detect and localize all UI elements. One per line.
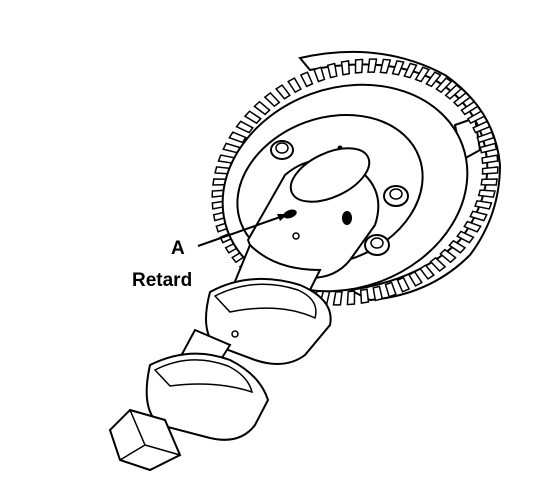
gear-tooth [379, 58, 392, 74]
gear-tooth [228, 131, 247, 144]
retard-dowel-hole [283, 209, 297, 219]
gear-tooth [474, 199, 493, 210]
callout-letter: A [171, 238, 185, 259]
gear-tooth [287, 77, 302, 94]
gear-tooth [403, 62, 418, 79]
hub-collar-end [289, 147, 371, 203]
hub-bolt [364, 234, 390, 256]
gear-tooth [359, 288, 370, 304]
gear-tooth [425, 71, 442, 88]
cam-lobe-face [153, 359, 254, 394]
gear-tooth [472, 120, 491, 134]
gear-tooth [414, 66, 431, 83]
gear-tooth [332, 291, 343, 306]
gear-tooth [367, 58, 378, 73]
gear-tooth [340, 60, 351, 76]
gear-tooth [429, 256, 447, 273]
gear-tooth [452, 91, 472, 108]
gear-tooth [476, 131, 495, 144]
hub-bolt [383, 185, 409, 207]
gear-tooth [253, 100, 271, 116]
gear-tooth [466, 110, 486, 125]
gear-tooth [463, 220, 482, 233]
gear-tooth [313, 66, 326, 83]
gear-tooth [479, 142, 498, 154]
hub-bolt [270, 140, 294, 160]
gear-tooth [480, 178, 498, 186]
gear-tooth [235, 120, 254, 134]
gear-tooth [439, 248, 457, 264]
cam-lobe-face [213, 283, 317, 320]
gear-tooth [275, 84, 291, 100]
gear-tooth [354, 58, 364, 74]
gear-tooth [372, 285, 384, 302]
gear-tooth [299, 71, 314, 88]
gear-tooth [419, 264, 435, 280]
shaft-hex-edge [119, 409, 181, 461]
callout-label: Retard [132, 270, 193, 291]
gear-tooth [460, 100, 479, 116]
gear-tooth [481, 166, 499, 175]
gear-tooth [477, 189, 496, 198]
gear-tooth [456, 230, 475, 244]
gear-tooth [435, 77, 453, 94]
gear-tooth [391, 60, 405, 76]
gear-tooth [263, 91, 281, 108]
gear-tooth [481, 154, 499, 165]
gear-tooth [444, 84, 463, 100]
lobe-oil-hole [231, 330, 239, 338]
oil-hole [292, 232, 300, 240]
gear-tooth [469, 210, 488, 222]
gear-tooth [408, 270, 423, 287]
gear-tooth [346, 290, 356, 306]
gear-tooth [396, 276, 411, 293]
callout-leader [197, 214, 288, 247]
gear-tooth [326, 62, 338, 79]
advance-dowel-hole [342, 211, 352, 225]
gear-tooth [384, 281, 397, 298]
camshaft [108, 147, 380, 472]
gear-tooth [448, 239, 467, 254]
gear-tooth [243, 110, 262, 125]
